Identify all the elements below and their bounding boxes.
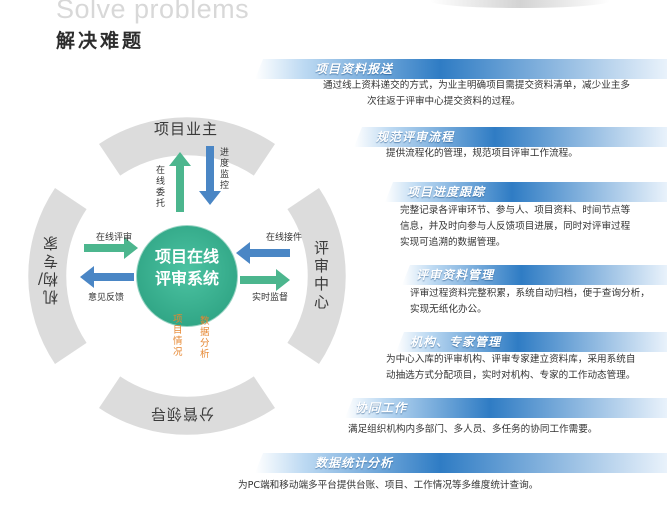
label-top-down: 进度监控 [220, 148, 230, 191]
feature-band-bar [354, 127, 667, 147]
ring-label-bottom-text: 分管领导 [150, 405, 215, 423]
diagram-graphics [28, 117, 346, 435]
title-english: Solve problems [56, 0, 250, 24]
arrow-top-down [199, 146, 221, 205]
arrow-right-in [236, 242, 290, 264]
feature-desc-1-line-2: 次往返于评审中心提交资料的过程。 [367, 96, 521, 107]
label-right-in: 在线接件 [266, 233, 303, 243]
feature-desc-7-line-1: 为PC端和移动端多平台提供台账、项目、工作情况等多维度统计查询。 [238, 480, 539, 491]
center-text-line2: 评审系统 [154, 269, 219, 288]
feature-band-5: 机构、专家管理 [396, 332, 667, 352]
feature-band-bar [402, 265, 667, 285]
arrow-left-out [80, 266, 134, 288]
feature-desc-3-line-2: 信息，并及时向参与人反馈项目进展，同时对评审过程 [400, 221, 631, 232]
feature-title-2: 规范评审流程 [376, 130, 455, 144]
label-top-up: 在线委托 [156, 166, 166, 209]
feature-band-bar [385, 182, 667, 202]
feature-title-3: 项目进度跟踪 [407, 185, 486, 199]
ring-segment-left [28, 188, 87, 364]
title-chinese: 解决难题 [56, 30, 145, 52]
review-system-diagram: 项目业主 评审中心 分管领导 机构/专家 项目在线 评审系统 在线委托 进度监控… [28, 116, 346, 436]
decorative-shine [430, 0, 667, 14]
ring-segment-top [99, 117, 275, 176]
label-bottom-data-analysis: 数据分析 [200, 316, 210, 360]
feature-band-bar [255, 59, 667, 79]
feature-band-bar [396, 332, 667, 352]
label-bottom-project-status: 项目情况 [173, 314, 183, 358]
feature-title-6: 协同工作 [355, 401, 408, 415]
feature-desc-3-line-1: 完整记录各评审环节、参与人、项目资料、时间节点等 [400, 205, 631, 216]
ring-label-left: 机构/专家 [37, 234, 58, 306]
feature-band-4: 评审资料管理 [402, 265, 667, 285]
feature-desc-5-line-2: 动抽选方式分配项目，实时对机构、专家的工作动态管理。 [386, 370, 636, 381]
label-left-in: 在线评审 [96, 233, 133, 243]
ring-segment-bottom [99, 376, 275, 435]
ring-segment-right [287, 188, 346, 364]
label-right-out: 实时监督 [252, 293, 289, 303]
ring [28, 117, 346, 435]
center-disc [136, 225, 238, 327]
center-text-line1: 项目在线 [154, 247, 219, 266]
feature-band-6: 协同工作 [345, 398, 667, 418]
feature-desc-4-line-2: 实现无纸化办公。 [410, 304, 487, 315]
feature-title-7: 数据统计分析 [315, 456, 394, 470]
feature-band-bar [345, 398, 667, 418]
feature-band-1: 项目资料报送 [255, 59, 667, 79]
arrow-top-up [169, 152, 191, 212]
ring-label-top: 项目业主 [154, 120, 219, 138]
feature-band-2: 规范评审流程 [354, 127, 667, 147]
feature-title-4: 评审资料管理 [416, 268, 495, 282]
ring-label-bottom: 分管领导 [150, 404, 214, 425]
feature-desc-3-line-3: 实现可追溯的数据管理。 [400, 237, 506, 248]
feature-band-3: 项目进度跟踪 [385, 182, 667, 202]
feature-band-bar [255, 453, 667, 473]
feature-desc-1-line-1: 通过线上资料递交的方式，为业主明确项目需提交资料清单，减少业主多 [323, 80, 630, 91]
ring-label-left-text: 机构/专家 [37, 234, 58, 306]
label-left-out: 意见反馈 [88, 293, 125, 303]
feature-band-7: 数据统计分析 [255, 453, 667, 473]
feature-title-5: 机构、专家管理 [410, 335, 502, 349]
feature-desc-2-line-1: 提供流程化的管理，规范项目评审工作流程。 [386, 148, 578, 159]
feature-desc-4-line-1: 评审过程资料完整积累，系统自动归档，便于查询分析， [410, 288, 650, 299]
feature-desc-5-line-1: 为中心入库的评审机构、评审专家建立资料库，采用系统自 [386, 354, 636, 365]
arrow-left-in [84, 237, 138, 259]
arrow-right-out [240, 269, 290, 291]
ring-label-right: 评审中心 [314, 239, 330, 311]
feature-desc-6-line-1: 满足组织机构内多部门、多人员、多任务的协同工作需要。 [348, 424, 598, 435]
feature-title-1: 项目资料报送 [315, 62, 394, 76]
